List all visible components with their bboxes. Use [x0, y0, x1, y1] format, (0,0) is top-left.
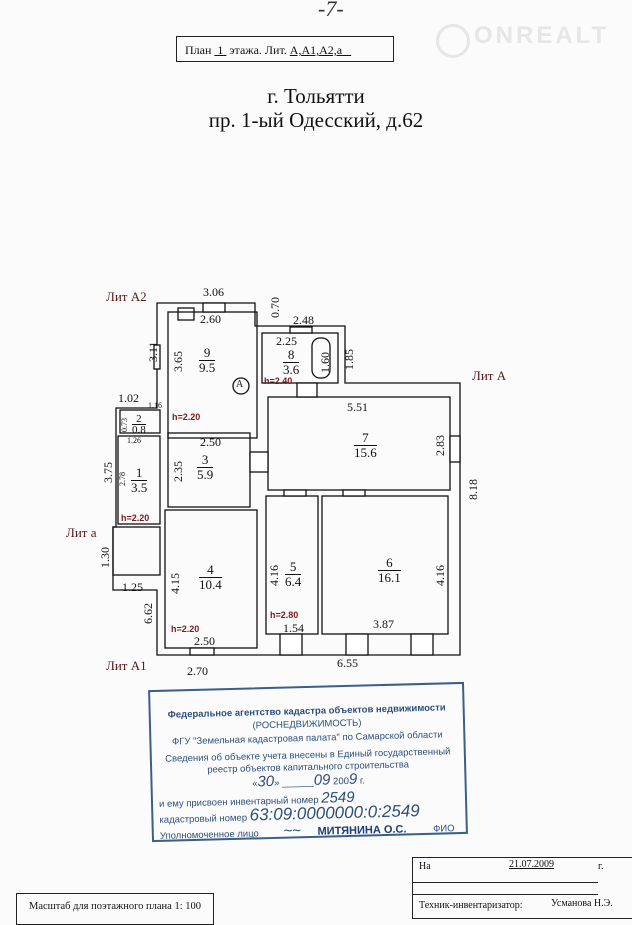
dim-r3-width: 2.50	[200, 435, 221, 449]
liter-a2-label: Лит А2	[106, 289, 147, 304]
axis-mark: А	[236, 379, 244, 390]
dim-left-a: 3.75	[101, 462, 115, 483]
dim-right-total: 8.18	[466, 479, 480, 500]
signoff-technician-name: Усманова Н.Э.	[551, 898, 613, 909]
dim-a1-bottom: 2.70	[187, 664, 208, 678]
watermark-logo-icon	[436, 24, 470, 58]
signoff-line	[413, 882, 598, 883]
watermark: ONREALT	[474, 22, 610, 49]
dim-lit-a-width: 1.25	[122, 580, 143, 594]
plan-floor: 1	[217, 43, 224, 57]
dim-gap: 0.70	[268, 297, 282, 318]
dim-top-a2: 3.06	[203, 285, 224, 299]
signoff-on: На	[419, 861, 431, 872]
height-r4: h=2.20	[171, 624, 200, 634]
dim-r8-top: 2.48	[293, 313, 314, 327]
height-r1: h=2.20	[121, 513, 150, 523]
plan-prefix: План	[185, 43, 212, 57]
plan-liters: А,А1,А2,а	[289, 43, 343, 57]
dim-r2-height: 0.73	[120, 418, 129, 432]
dim-r7-width: 5.51	[347, 400, 368, 414]
dim-r2-width: 1.16	[148, 401, 162, 410]
dim-a1-left: 6.62	[141, 603, 155, 624]
liter-a-label: Лит А	[472, 368, 507, 383]
height-r8: h=2.40	[264, 376, 293, 386]
dim-r4-width: 2.50	[194, 634, 215, 648]
plan-title-box: План 1 этажа. Лит. А,А1,А2,а	[176, 36, 394, 62]
dim-bottom-total: 6.55	[337, 656, 358, 670]
city: г. Тольятти	[267, 84, 365, 108]
page-number: -7-	[318, 0, 344, 21]
signoff-line	[413, 894, 598, 895]
dim-r9-height: 3.65	[171, 351, 185, 372]
dim-r6-height: 4.16	[433, 565, 447, 586]
registration-stamp: Федеральное агентство кадастра объектов …	[148, 681, 468, 843]
signoff-unit: г.	[598, 861, 604, 872]
dim-lit-a-height: 1.30	[98, 547, 112, 568]
dim-r8-width: 2.25	[276, 334, 297, 348]
dim-r9-width: 2.60	[200, 312, 221, 326]
dim-r5-width: 1.54	[283, 621, 304, 635]
dim-r5-height: 4.16	[267, 565, 281, 586]
dim-r1-width: 1.26	[127, 436, 141, 445]
liter-a-small-label: Лит а	[66, 525, 97, 540]
signoff-technician-label: Техник-инвентаризатор:	[419, 900, 523, 911]
dim-bath: 1.60	[318, 352, 332, 373]
height-r9: h=2.20	[172, 412, 201, 422]
height-r5: h=2.80	[270, 610, 299, 620]
dim-r8-right: 1.85	[342, 349, 356, 370]
address: пр. 1-ый Одесский, д.62	[208, 108, 424, 132]
dim-r7-height: 2.83	[433, 435, 447, 456]
dim-r6-width: 3.87	[373, 617, 394, 631]
plan-middle: этажа. Лит.	[229, 43, 287, 57]
dim-r1-height: 2.78	[118, 472, 127, 486]
scale-box: Масштаб для поэтажного плана 1: 100	[16, 893, 214, 925]
dim-r3-height: 2.35	[171, 461, 185, 482]
dim-r4-height: 4.15	[168, 573, 182, 594]
signoff-date: 21.07.2009	[509, 859, 554, 870]
dim-a2-left: 3.11	[146, 341, 160, 362]
dim-r2-top: 1.02	[118, 391, 139, 405]
liter-a1-label: Лит А1	[106, 658, 147, 673]
